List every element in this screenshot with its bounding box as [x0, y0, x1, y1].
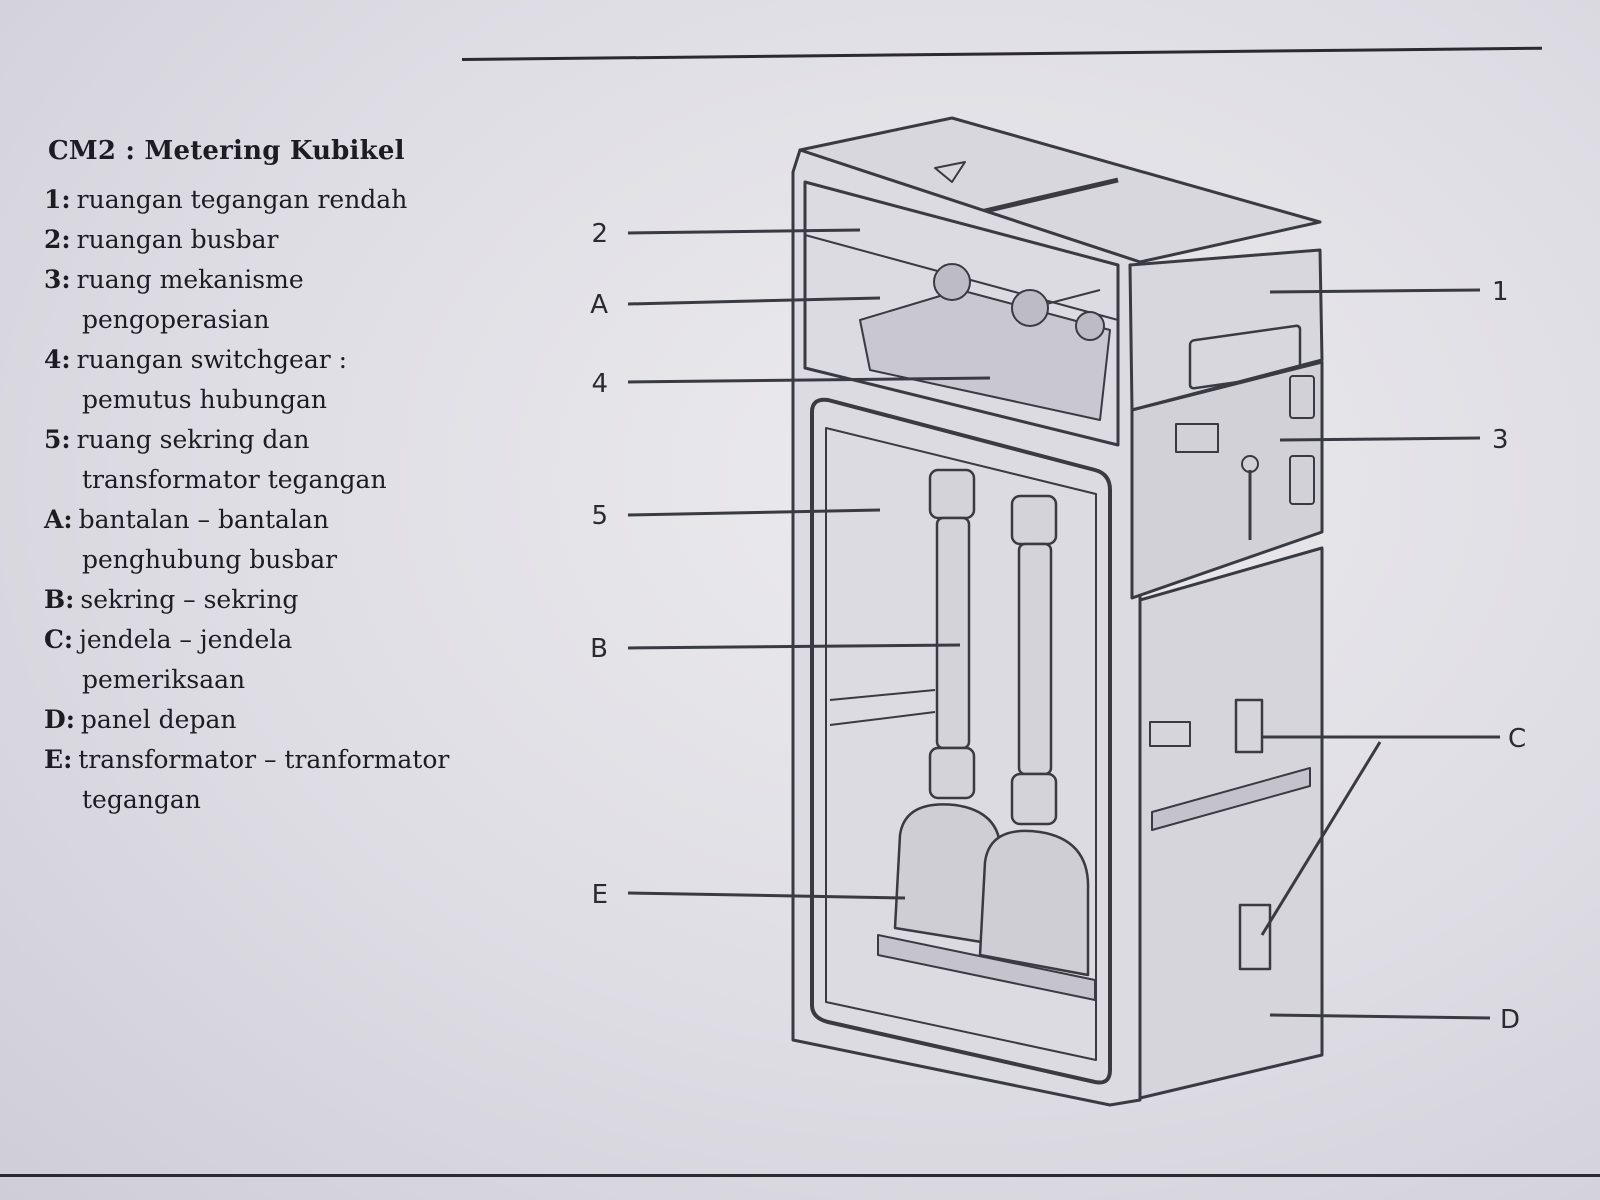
callout-label-4: 4 — [591, 369, 608, 399]
padlock-icon — [1289, 455, 1315, 505]
legend-text: jendela – jendela pemeriksaan — [79, 625, 293, 694]
callout-label-1: 1 — [1492, 277, 1509, 307]
legend-title: CM2 : Metering Kubikel — [48, 136, 405, 166]
legend-key: B — [44, 585, 74, 614]
fuse-right — [1010, 494, 1058, 826]
busbar-compartment — [803, 180, 1120, 447]
leader-line-4 — [627, 376, 991, 384]
fuse-left — [928, 468, 976, 800]
leader-line-5 — [627, 508, 881, 517]
legend-key: 4 — [44, 345, 71, 374]
legend-item-4: 4ruangan switchgear : pemutus hubungan — [34, 340, 454, 420]
leader-line-2 — [627, 228, 861, 235]
legend-key: 2 — [44, 225, 71, 254]
inspection-window-upper — [1234, 698, 1264, 754]
legend-text: ruang mekanisme pengoperasian — [76, 265, 304, 334]
callout-label-2: 2 — [591, 219, 608, 249]
bottom-rule — [0, 1174, 1600, 1177]
top-seam — [971, 177, 1119, 217]
legend-item-d: Dpanel depan — [34, 700, 454, 740]
legend-item-5: 5ruang sekring dan transformator teganga… — [34, 420, 454, 500]
callout-label-e: E — [592, 880, 608, 910]
inspection-window-lower — [1238, 903, 1272, 971]
legend-item-3: 3ruang mekanisme pengoperasian — [34, 260, 454, 340]
front-panel — [1138, 546, 1324, 1100]
legend-key: A — [44, 505, 73, 534]
legend-item-e: Etransformator – tranformator tegangan — [34, 740, 454, 820]
vent-slot — [1175, 423, 1219, 453]
legend-text: ruangan switchgear : pemutus hubungan — [76, 345, 348, 414]
legend-item-a: Abantalan – bantalan penghubung busbar — [34, 500, 454, 580]
leader-line-c-lower — [1260, 741, 1382, 936]
leader-line-b — [627, 643, 961, 650]
mechanism-panel — [1130, 360, 1324, 600]
legend-key: 3 — [44, 265, 71, 294]
legend-text: bantalan – bantalan penghubung busbar — [78, 505, 338, 574]
busbar-bushing — [1075, 311, 1105, 341]
fuse-compartment-frame — [810, 397, 1112, 1085]
busbar-bushing — [933, 263, 971, 301]
legend-key: D — [44, 705, 75, 734]
callout-label-d: D — [1500, 1005, 1520, 1035]
legend-text: ruangan busbar — [76, 225, 279, 254]
low-voltage-box — [1128, 248, 1324, 412]
legend-key: C — [44, 625, 73, 654]
busbar-bushing — [1011, 289, 1049, 327]
callout-label-c: C — [1508, 724, 1526, 754]
legend-item-b: Bsekring – sekring — [34, 580, 454, 620]
voltage-transformer-right — [978, 829, 1090, 977]
legend-list: 1ruangan tegangan rendah 2ruangan busbar… — [34, 180, 454, 820]
legend-item-c: Cjendela – jendela pemeriksaan — [34, 620, 454, 700]
legend-text: panel depan — [80, 705, 237, 734]
legend-item-2: 2ruangan busbar — [34, 220, 454, 260]
legend-item-1: 1ruangan tegangan rendah — [34, 180, 454, 220]
callout-label-a: A — [590, 290, 608, 320]
legend-key: 1 — [44, 185, 71, 214]
legend-text: ruang sekring dan transformator tegangan — [76, 425, 387, 494]
leader-line-e — [627, 891, 906, 900]
lock-icon — [1289, 375, 1315, 419]
front-panel-handle — [1151, 767, 1311, 831]
transformer-base — [877, 934, 1096, 1001]
warning-triangle-icon — [934, 161, 966, 183]
legend-text: transformator – tranformator tegangan — [78, 745, 450, 814]
legend: CM2 : Metering Kubikel 1ruangan tegangan… — [34, 136, 454, 820]
leader-line-1 — [1269, 288, 1481, 294]
panel-slot — [1149, 721, 1191, 747]
callout-label-3: 3 — [1492, 425, 1509, 455]
leader-line-a — [627, 296, 881, 306]
leader-line-3 — [1279, 436, 1481, 442]
callout-label-b: B — [590, 634, 608, 664]
leader-line-d — [1269, 1013, 1491, 1020]
legend-text: ruangan tegangan rendah — [76, 185, 408, 214]
legend-text: sekring – sekring — [80, 585, 299, 614]
callout-label-5: 5 — [591, 501, 608, 531]
legend-key: E — [44, 745, 72, 774]
legend-key: 5 — [44, 425, 71, 454]
